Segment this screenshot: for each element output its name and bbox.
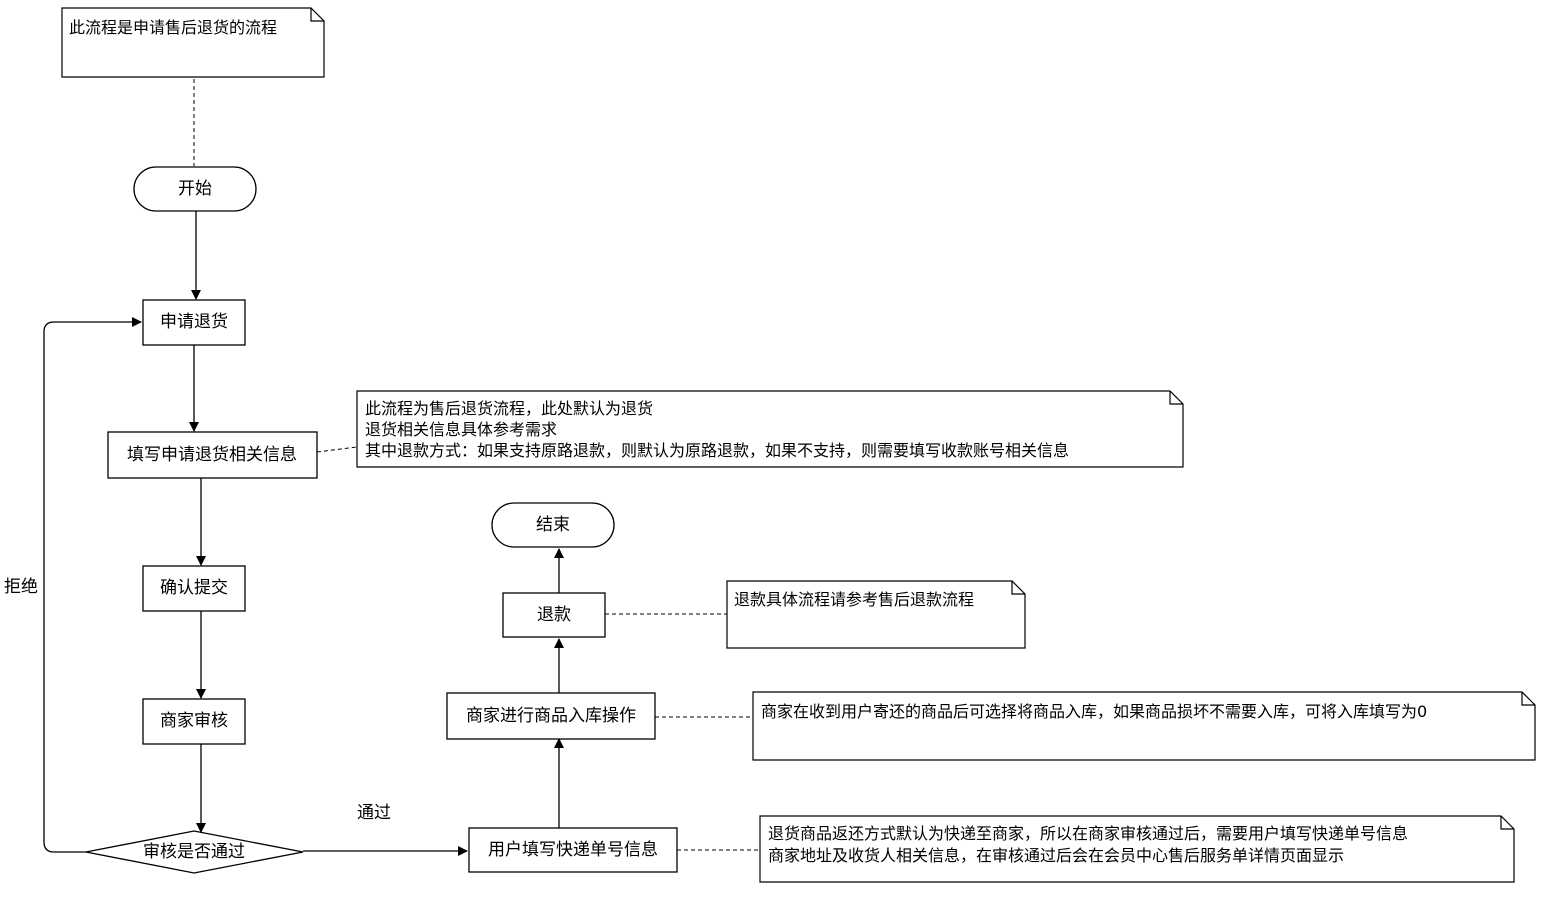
note-fill-info [356, 390, 1184, 468]
note-fill-info-line-2: 退货相关信息具体参考需求 [365, 420, 557, 439]
note-express [759, 815, 1515, 883]
node-refund [502, 592, 606, 638]
node-merchant-review-label: 商家审核 [160, 711, 228, 731]
node-end [491, 502, 615, 548]
note-stock [752, 691, 1536, 761]
node-start [133, 166, 257, 212]
node-merchant-review [142, 698, 246, 745]
node-review-decision-label: 审核是否通过 [143, 842, 245, 862]
node-apply [142, 299, 246, 346]
note-express-line-1: 退货商品返还方式默认为快递至商家，所以在商家审核通过后，需要用户填写快递单号信息 [768, 824, 1408, 843]
node-user-fill-express [468, 827, 678, 873]
node-user-fill-express-label: 用户填写快递单号信息 [488, 840, 658, 860]
edge-reject-loop [43, 317, 142, 853]
node-confirm-label: 确认提交 [160, 578, 228, 598]
node-merchant-stock-label: 商家进行商品入库操作 [466, 706, 636, 726]
note-flow-desc [61, 7, 325, 78]
node-confirm [142, 565, 246, 612]
node-end-label: 结束 [536, 515, 570, 535]
note-refund [726, 580, 1026, 649]
node-merchant-stock [446, 692, 656, 740]
edge-pass-label: 通过 [357, 803, 391, 823]
note-fill-info-line-1: 此流程为售后退货流程，此处默认为退货 [365, 399, 653, 418]
node-fill-info [107, 431, 318, 479]
node-refund-label: 退款 [537, 605, 571, 625]
note-fill-info-line-3: 其中退款方式：如果支持原路退款，则默认为原路退款，如果不支持，则需要填写收款账号… [365, 441, 1069, 460]
node-review-decision [85, 830, 304, 874]
note-refund-line-1: 退款具体流程请参考售后退款流程 [734, 590, 974, 609]
note-flow-desc-line-1: 此流程是申请售后退货的流程 [69, 18, 277, 37]
node-start-label: 开始 [178, 179, 212, 199]
node-apply-label: 申请退货 [160, 312, 228, 332]
node-fill-info-label: 填写申请退货相关信息 [127, 445, 297, 465]
note-express-line-2: 商家地址及收货人相关信息，在审核通过后会在会员中心售后服务单详情页面显示 [768, 846, 1344, 865]
note-stock-line-1: 商家在收到用户寄还的商品后可选择将商品入库，如果商品损坏不需要入库，可将入库填写… [761, 702, 1427, 721]
edge-reject-label: 拒绝 [4, 577, 38, 597]
link-fill-note [316, 446, 358, 453]
